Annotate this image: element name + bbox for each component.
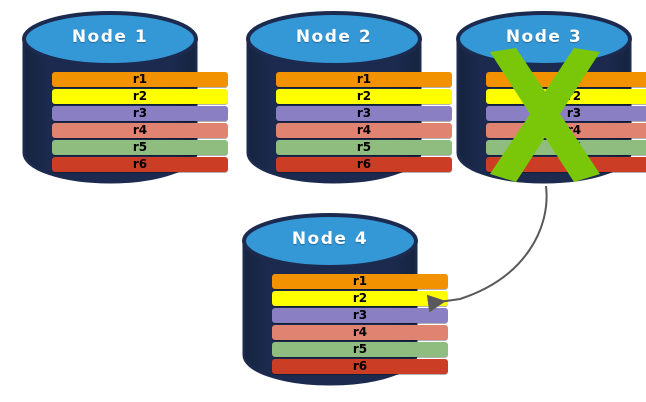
row-item[interactable]: r2 — [272, 291, 448, 306]
row-item[interactable]: r5 — [272, 342, 448, 357]
row-label: r1 — [356, 72, 372, 86]
row-label: r4 — [132, 123, 148, 137]
row-item[interactable]: r5 — [52, 140, 228, 155]
row-label: r6 — [356, 157, 372, 171]
row-item[interactable]: r3 — [272, 308, 448, 323]
row-label: r1 — [352, 274, 368, 288]
row-item[interactable]: r6 — [276, 157, 452, 172]
row-label: r3 — [356, 106, 372, 120]
row-item[interactable]: r4 — [272, 325, 448, 340]
node-cylinder-node2[interactable]: Node 2 r1 r2 r3 r4 r5 r6 — [246, 10, 452, 184]
row-label: r3 — [352, 308, 368, 322]
row-label: r5 — [352, 342, 368, 356]
row-item[interactable]: r2 — [52, 89, 228, 104]
row-label: r2 — [132, 89, 148, 103]
row-item[interactable]: r2 — [276, 89, 452, 104]
row-label: r4 — [352, 325, 368, 339]
row-label: r4 — [356, 123, 372, 137]
row-label: r2 — [356, 89, 372, 103]
row-item[interactable]: r5 — [276, 140, 452, 155]
row-item[interactable]: r3 — [52, 106, 228, 121]
row-item[interactable]: r4 — [276, 123, 452, 138]
row-label: r6 — [352, 359, 368, 373]
row-label: r2 — [352, 291, 368, 305]
row-stack: r1 r2 r3 r4 r5 r6 — [22, 72, 258, 174]
row-item[interactable]: r1 — [276, 72, 452, 87]
row-stack: r1 r2 r3 r4 r5 r6 — [246, 72, 482, 174]
row-item[interactable]: r4 — [52, 123, 228, 138]
row-label: r6 — [132, 157, 148, 171]
row-stack: r1 r2 r3 r4 r5 r6 — [242, 274, 478, 376]
row-item[interactable]: r3 — [276, 106, 452, 121]
row-label: r1 — [132, 72, 148, 86]
row-item[interactable]: r1 — [52, 72, 228, 87]
failure-cross-icon — [490, 48, 600, 182]
row-label: r5 — [132, 140, 148, 154]
row-label: r3 — [132, 106, 148, 120]
row-item[interactable]: r6 — [52, 157, 228, 172]
row-label: r3 — [566, 106, 582, 120]
row-item[interactable]: r3 — [486, 106, 646, 121]
row-label: r5 — [356, 140, 372, 154]
row-item[interactable]: r6 — [272, 359, 448, 374]
row-item[interactable]: r1 — [272, 274, 448, 289]
node-cylinder-node4[interactable]: Node 4 r1 r2 r3 r4 r5 r6 — [242, 212, 448, 386]
node-cylinder-node1[interactable]: Node 1 r1 r2 r3 r4 r5 r6 — [22, 10, 228, 184]
